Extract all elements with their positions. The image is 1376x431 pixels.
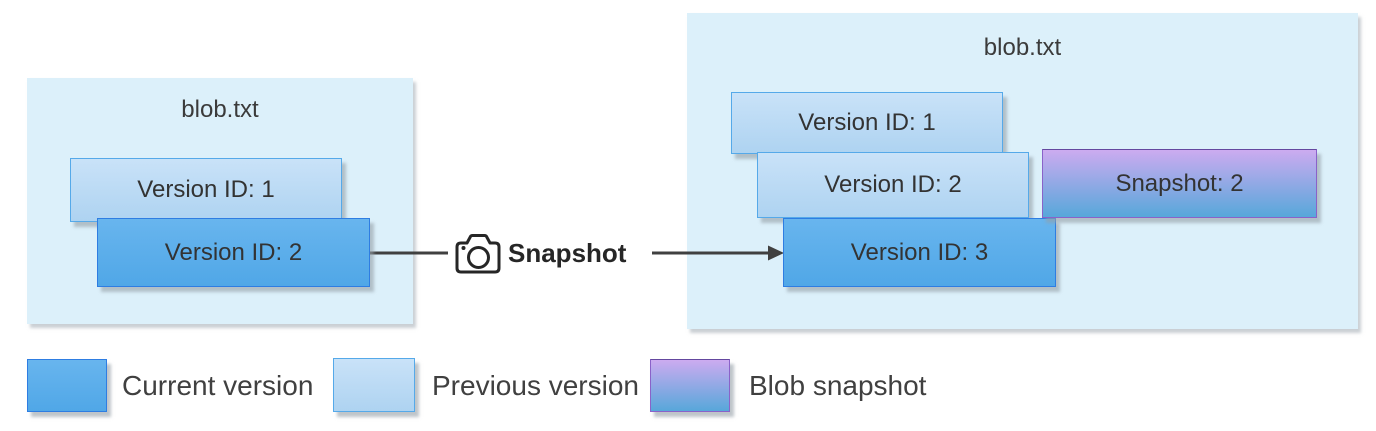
right-blob-title: blob.txt	[983, 34, 1062, 61]
left-version-1-label: Version ID: 1	[137, 176, 275, 203]
legend-label-snapshot: Blob snapshot	[749, 369, 927, 401]
legend-swatch-previous	[333, 358, 415, 412]
camera-icon	[455, 234, 501, 274]
legend-label-current: Current version	[122, 369, 314, 401]
legend-swatch-current	[27, 359, 107, 412]
snapshot-connector-label: Snapshot	[508, 238, 627, 268]
left-blob-title: blob.txt	[181, 96, 259, 123]
right-version-1-box: Version ID: 1	[731, 92, 1003, 154]
right-version-2-box: Version ID: 2	[757, 152, 1029, 218]
left-version-1-box: Version ID: 1	[70, 158, 342, 222]
right-version-1-label: Version ID: 1	[798, 109, 936, 136]
right-version-2-label: Version ID: 2	[824, 171, 962, 198]
right-version-3-box: Version ID: 3	[783, 218, 1056, 287]
left-version-2-box: Version ID: 2	[97, 218, 370, 287]
legend-swatch-snapshot	[650, 359, 730, 412]
legend-label-previous: Previous version	[432, 369, 639, 401]
left-version-2-label: Version ID: 2	[164, 238, 303, 266]
snapshot-2-label: Snapshot: 2	[1115, 169, 1244, 197]
right-version-3-label: Version ID: 3	[850, 238, 989, 266]
snapshot-2-box: Snapshot: 2	[1042, 149, 1317, 218]
